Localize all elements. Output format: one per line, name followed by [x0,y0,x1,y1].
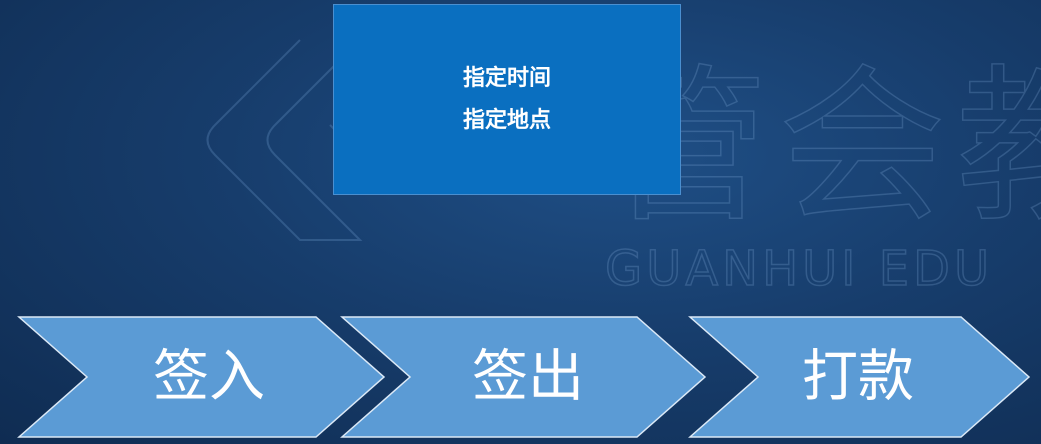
step-3-payment: 打款 [688,316,1031,438]
chevron-shape [340,316,707,438]
step-1-signin: 签入 [17,316,386,438]
note-line-time: 指定时间 [462,65,551,91]
step-2-signout: 签出 [340,316,707,438]
watermark-brand-en: GUANHUI EDU [605,241,993,297]
note-box: 指定时间 指定地点 [333,4,681,195]
step-label: 签出 [472,345,584,410]
chevron-shape [17,316,386,438]
note-line-place: 指定地点 [462,107,551,133]
step-label: 签入 [153,345,265,410]
chevron-shape [688,316,1031,438]
step-label: 打款 [802,345,914,410]
